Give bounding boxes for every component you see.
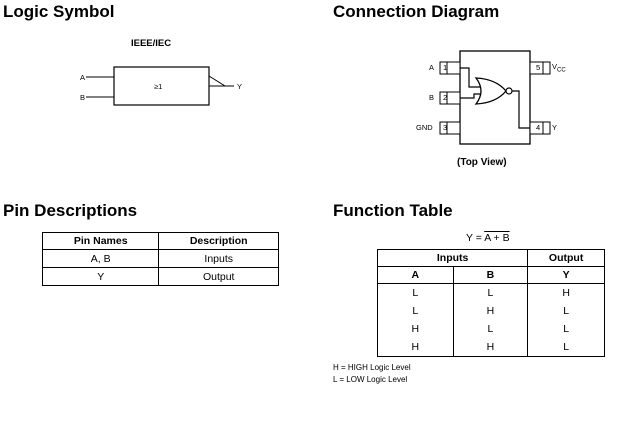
table-group-header-row: Inputs Output <box>376 249 605 267</box>
pin-3-number: 3 <box>443 123 448 132</box>
pin-2-name: B <box>429 93 435 102</box>
connection-diagram: 1 2 3 5 4 A B GND VCC Y (Top View) <box>410 45 580 175</box>
inversion-marker <box>208 75 227 87</box>
input-b-label: B <box>80 93 86 102</box>
gate-label: ≥1 <box>154 82 163 91</box>
output-y-label: Y <box>237 82 243 91</box>
wire-output <box>512 90 530 129</box>
table-cell-y: H L L L <box>527 283 605 357</box>
nor-bubble <box>505 87 513 95</box>
column-header: A <box>377 266 454 284</box>
pin-5-box <box>529 61 551 75</box>
table-header-row: Pin Names Description <box>41 232 279 250</box>
pin-1-number: 1 <box>443 63 448 72</box>
function-equation: Y = A + B <box>466 232 510 244</box>
pin-1-name: A <box>429 63 435 72</box>
pin-descriptions-title: Pin Descriptions <box>3 201 138 220</box>
gate-box <box>113 66 210 106</box>
nor-gate-body <box>474 77 507 105</box>
pin-3-box <box>439 121 461 135</box>
pin-5-name: VCC <box>552 62 566 74</box>
connection-diagram-title: Connection Diagram <box>333 2 500 21</box>
column-header: Y <box>527 266 605 284</box>
pin-descriptions-table: Pin Names Description A, B Inputs Y Outp… <box>41 232 279 286</box>
pin-2-number: 2 <box>443 93 448 102</box>
table-cell: Y <box>41 267 160 286</box>
table-cell: Output <box>158 267 279 286</box>
table-row: Y Output <box>41 267 279 286</box>
table-cell: A, B <box>41 249 160 268</box>
legend-low: L = LOW Logic Level <box>333 375 408 384</box>
top-view-caption: (Top View) <box>457 157 507 168</box>
table-cell-b: L H L H <box>452 283 529 357</box>
column-header: B <box>452 266 529 284</box>
equation-overlined-term: A + B <box>484 232 510 244</box>
function-table-title: Function Table <box>333 201 453 220</box>
output-header: Output <box>527 249 605 267</box>
logic-symbol-drawing <box>86 66 234 106</box>
wire-pin2 <box>460 93 480 99</box>
standard-label: IEEE/IEC <box>131 38 172 49</box>
pin-4-name: Y <box>552 123 558 132</box>
pin-4-number: 4 <box>536 123 541 132</box>
table-cell: Inputs <box>158 249 279 268</box>
column-header: Description <box>158 232 279 250</box>
table-header-row: A B Y <box>377 266 605 284</box>
table-row: A, B Inputs <box>41 249 279 268</box>
logic-symbol: IEEE/IEC A B ≥1 Y <box>70 34 250 114</box>
function-table: Inputs Output A B Y L L H H L H L H H L … <box>376 249 605 357</box>
pin-3-name: GND <box>416 123 433 132</box>
logic-symbol-title: Logic Symbol <box>3 2 115 21</box>
package-drawing <box>439 50 551 145</box>
table-cell-a: L L H H <box>377 283 454 357</box>
column-header: Pin Names <box>41 232 160 250</box>
input-a-label: A <box>80 73 86 82</box>
inputs-header: Inputs <box>376 249 529 267</box>
table-body-row: L L H H L H L H H L L L <box>377 283 605 357</box>
wire-pin1 <box>460 67 480 88</box>
pin-1-box <box>439 61 461 75</box>
legend-high: H = HIGH Logic Level <box>333 363 411 372</box>
pin-5-number: 5 <box>536 63 541 72</box>
